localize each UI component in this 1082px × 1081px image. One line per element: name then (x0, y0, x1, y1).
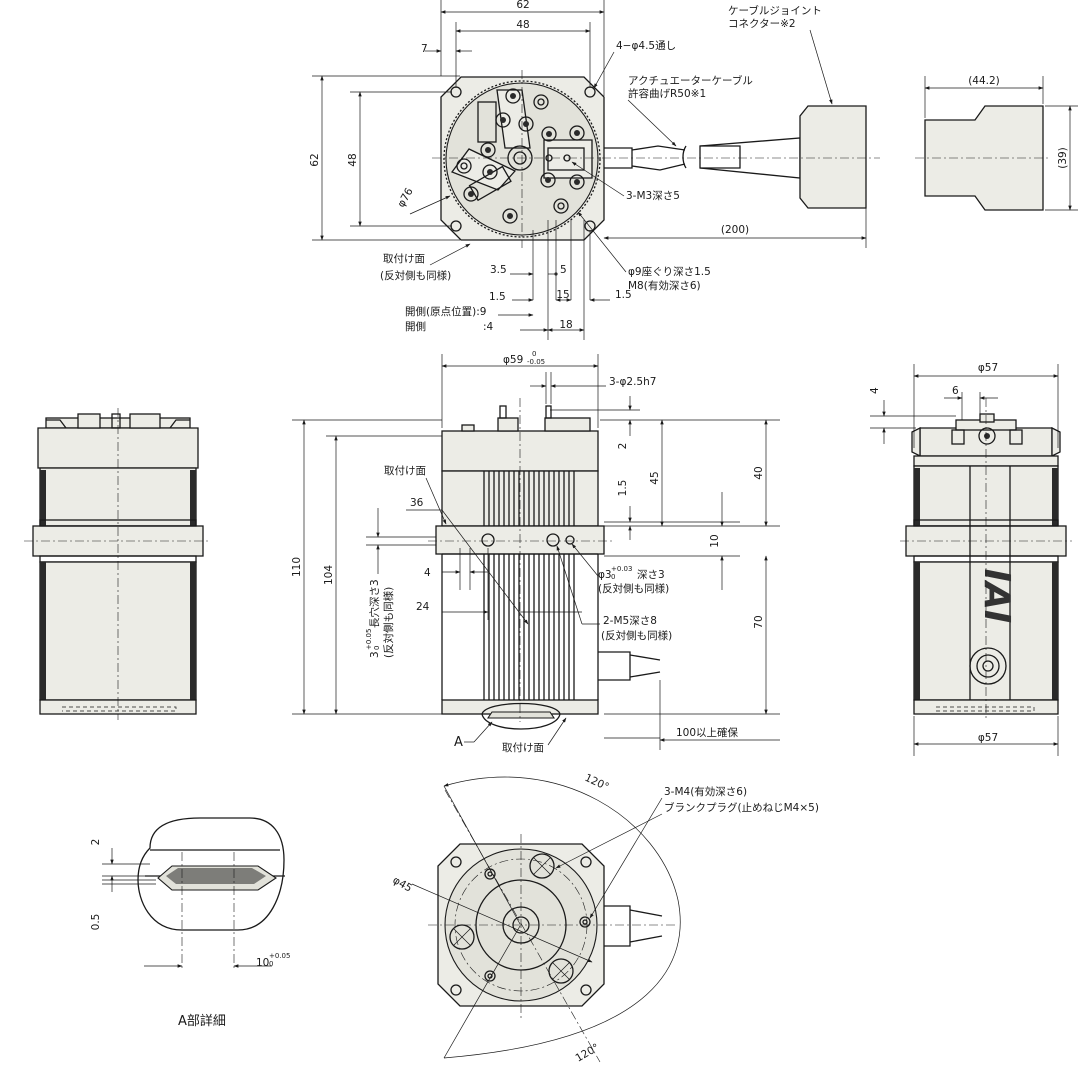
angle-120-top: 120° (583, 772, 611, 794)
dim-45: 45 (649, 471, 661, 484)
slot-tol-up: +0.05 (365, 629, 373, 650)
holes-note: 4−φ4.5通し (616, 40, 676, 52)
dim-24: 24 (416, 601, 430, 613)
iai-logo: IAI (976, 569, 1017, 624)
mount-face-label-3: 取付け面 (502, 741, 544, 754)
dim-48-left: 48 (347, 153, 359, 166)
open-side: 開側 (405, 320, 426, 333)
detail-dim-0-5: 0.5 (90, 914, 102, 931)
angle-120-bottom: 120° (574, 1042, 602, 1065)
phi3-depth: 深さ3 (637, 569, 665, 581)
detail-tol-lo: 0 (269, 960, 273, 968)
dim-10: 10 (709, 534, 721, 547)
phi2-5h7-note: 3-φ2.5h7 (609, 376, 656, 388)
front-view-upper-body (441, 470, 599, 527)
m5-note: 2-M5深さ8 (603, 615, 657, 627)
heat-sink-fins (483, 471, 575, 700)
right-side-view: IAI (900, 398, 1072, 720)
right-view-dimensions: φ57 4 6 φ57 (869, 362, 1059, 756)
opposite-same-3: (反対側も同様) (601, 629, 672, 642)
dim-phi59: φ59 (503, 354, 523, 366)
dim-39: (39) (1057, 147, 1069, 169)
dim-1-5v: 1.5 (617, 480, 629, 497)
dim-phi57-top: φ57 (978, 362, 998, 374)
cable-connector (799, 105, 867, 209)
act-cable-label-2: 許容曲げR50※1 (628, 87, 706, 100)
dim-phi76: φ76 (395, 186, 416, 210)
bottom-view: 120° 120° 3-M4(有効深さ6) ブランクプラグ(止めねじM4×5) … (391, 772, 819, 1065)
detail-tol-up: +0.05 (269, 952, 290, 960)
cable (631, 163, 686, 171)
dim-15: 15 (556, 289, 569, 301)
mount-face-label-1: 取付け面 (383, 252, 425, 265)
opposite-same-slot: (反対側も同様) (382, 587, 395, 658)
cable (631, 145, 686, 151)
cable-joint-label-1: ケーブルジョイント (728, 4, 822, 17)
open-side-origin: 開側(原点位置):9 (405, 305, 486, 318)
dim-4-right: 4 (869, 387, 881, 394)
view-label-a: A (454, 735, 463, 750)
dim-48-top: 48 (516, 19, 529, 31)
m4-note: 3-M4(有効深さ6) (664, 785, 747, 798)
dim-36: 36 (410, 497, 424, 509)
phi3-tol-lo: 0 (611, 573, 615, 581)
dim-1-5b: 1.5 (615, 289, 632, 301)
outer-circle-phi76 (443, 80, 601, 238)
phi59-tol-up: 0 (532, 350, 536, 358)
front-view-dimensions: φ59 0 -0.05 3-φ2.5h7 取付け面 36 2 1.5 45 40… (291, 350, 780, 754)
dim-phi45: φ45 (391, 874, 415, 895)
phi3-hole: φ3 (598, 569, 612, 581)
act-cable-label-1: アクチュエーターケーブル (628, 74, 753, 87)
front-view (428, 398, 661, 730)
bottom-view-plugs (449, 853, 591, 984)
phi3-tol-up: +0.03 (611, 565, 632, 573)
opposite-same-1: (反対側も同様) (380, 269, 451, 282)
dim-62-top: 62 (516, 0, 529, 11)
phi59-tol-lo: -0.05 (527, 358, 545, 366)
top-view-bolts (456, 88, 585, 224)
blank-plug-note: ブランクプラグ(止めねじM4×5) (664, 801, 819, 814)
dim-4-open: :4 (483, 321, 494, 333)
clearance-note: 100以上確保 (676, 726, 739, 739)
dim-4-side: 4 (424, 567, 431, 579)
dim-18: 18 (559, 319, 572, 331)
left-side-view (24, 408, 210, 720)
cable-joint-label-2: コネクター※2 (728, 18, 796, 30)
dim-7: 7 (421, 43, 428, 55)
m8-note: M8(有効深さ6) (628, 279, 701, 292)
dim-104: 104 (323, 565, 335, 585)
detail-a: 2 0.5 10 +0.05 0 A部詳細 (90, 817, 290, 1029)
dim-3-5: 3.5 (490, 264, 507, 276)
slot-dim-3: 3 (369, 651, 381, 658)
opposite-same-2: (反対側も同様) (598, 582, 669, 595)
top-view (432, 70, 1050, 248)
detail-dim-10: 10 (256, 957, 269, 969)
cable-plug (699, 145, 741, 169)
dim-6-right: 6 (952, 385, 959, 397)
dim-62-left: 62 (309, 153, 321, 166)
dim-1-5a: 1.5 (489, 291, 506, 303)
detail-a-title: A部詳細 (178, 1013, 226, 1029)
dim-40: 40 (753, 466, 765, 479)
m3-note: 3-M3深さ5 (626, 190, 680, 202)
dim-phi57-bottom: φ57 (978, 732, 998, 744)
counterbore-note: φ9座ぐり深さ1.5 (628, 265, 711, 278)
slot-depth: 長穴深さ3 (368, 579, 381, 628)
dim-44-2: (44.2) (968, 75, 1000, 87)
dim-200: (200) (721, 224, 749, 236)
mount-face-label-2: 取付け面 (384, 464, 426, 477)
detail-dim-2: 2 (90, 839, 102, 846)
slot-tol-lo: 0 (373, 646, 381, 650)
top-view-dimensions: 62 48 7 4−φ4.5通し ケーブルジョイント コネクター※2 アクチュエ… (309, 0, 1078, 340)
dim-2: 2 (617, 443, 629, 450)
dim-70: 70 (753, 615, 765, 628)
dim-5: 5 (560, 264, 567, 276)
dim-110: 110 (291, 557, 303, 577)
